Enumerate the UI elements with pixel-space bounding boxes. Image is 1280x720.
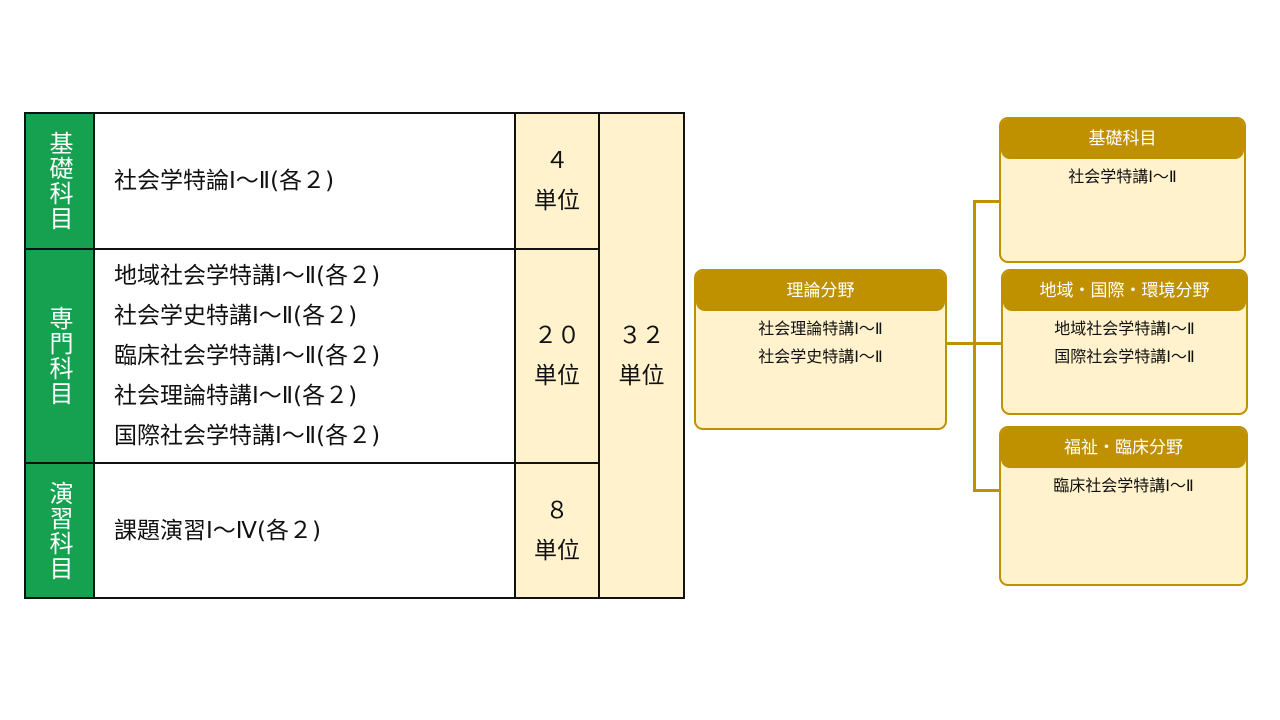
unit-number: ２０ <box>534 323 580 349</box>
units-basic: ４ 単位 <box>516 114 600 248</box>
total-label: 単位 <box>618 362 665 389</box>
box-item: 臨床社会学特講Ⅰ～Ⅱ <box>1053 476 1194 495</box>
unit-number: ８ <box>545 497 569 524</box>
connector-line <box>973 342 1002 345</box>
box-item: 社会理論特講Ⅰ～Ⅱ <box>758 319 883 338</box>
subject-item: 臨床社会学特講Ⅰ～Ⅱ(各２) <box>114 343 381 369</box>
units-specialized: ２０ 単位 <box>516 250 600 462</box>
connector-line <box>973 200 1001 203</box>
box-body: 社会学特講Ⅰ～Ⅱ <box>1001 159 1244 191</box>
subjects-seminar: 課題演習Ⅰ～Ⅳ(各２) <box>95 464 516 597</box>
box-title: 福祉・臨床分野 <box>1001 428 1246 468</box>
total-number: ３２ <box>618 322 665 349</box>
unit-label: 単位 <box>534 363 580 389</box>
box-item: 地域社会学特講Ⅰ～Ⅱ <box>1054 319 1195 338</box>
unit-label: 単位 <box>534 188 580 214</box>
box-item: 社会学特講Ⅰ～Ⅱ <box>1068 167 1177 186</box>
total-units: ３２ 単位 <box>600 114 683 597</box>
box-regional: 地域・国際・環境分野 地域社会学特講Ⅰ～Ⅱ 国際社会学特講Ⅰ～Ⅱ <box>1001 269 1248 415</box>
category-basic: 基礎科目 <box>26 114 95 248</box>
subject-item: 国際社会学特講Ⅰ～Ⅱ(各２) <box>114 423 381 449</box>
units-seminar: ８ 単位 <box>516 464 600 597</box>
box-body: 社会理論特講Ⅰ～Ⅱ 社会学史特講Ⅰ～Ⅱ <box>696 311 945 371</box>
box-title: 基礎科目 <box>1001 119 1244 159</box>
subject-item: 社会理論特講Ⅰ～Ⅱ(各２) <box>114 383 358 409</box>
unit-number: ４ <box>545 148 569 174</box>
box-body: 地域社会学特講Ⅰ～Ⅱ 国際社会学特講Ⅰ～Ⅱ <box>1003 311 1246 371</box>
box-item: 国際社会学特講Ⅰ～Ⅱ <box>1054 347 1195 366</box>
box-theory: 理論分野 社会理論特講Ⅰ～Ⅱ 社会学史特講Ⅰ～Ⅱ <box>694 269 947 430</box>
subject-item: 地域社会学特講Ⅰ～Ⅱ(各２) <box>114 263 381 289</box>
box-title: 地域・国際・環境分野 <box>1003 271 1246 311</box>
subjects-basic: 社会学特論Ⅰ～Ⅱ(各２) <box>95 114 516 248</box>
unit-label: 単位 <box>534 537 580 564</box>
connector-line <box>973 489 1001 492</box>
connector-trunk <box>973 200 976 492</box>
subjects-specialized: 地域社会学特講Ⅰ～Ⅱ(各２) 社会学史特講Ⅰ～Ⅱ(各２) 臨床社会学特講Ⅰ～Ⅱ(… <box>95 250 516 462</box>
connector-line <box>945 342 975 345</box>
box-basic: 基礎科目 社会学特講Ⅰ～Ⅱ <box>999 117 1246 263</box>
row-divider <box>26 462 600 464</box>
box-welfare: 福祉・臨床分野 臨床社会学特講Ⅰ～Ⅱ <box>999 426 1248 586</box>
subject-item: 課題演習Ⅰ～Ⅳ(各２) <box>114 517 321 544</box>
box-item: 社会学史特講Ⅰ～Ⅱ <box>758 347 883 366</box>
category-seminar: 演習科目 <box>26 464 95 597</box>
row-divider <box>26 248 600 250</box>
subject-item: 社会学特論Ⅰ～Ⅱ(各２) <box>114 168 335 194</box>
category-specialized: 専門科目 <box>26 250 95 462</box>
box-body: 臨床社会学特講Ⅰ～Ⅱ <box>1001 468 1246 500</box>
box-title: 理論分野 <box>696 271 945 311</box>
curriculum-table: 基礎科目 社会学特論Ⅰ～Ⅱ(各２) ４ 単位 専門科目 地域社会学特講Ⅰ～Ⅱ(各… <box>24 112 685 599</box>
subject-item: 社会学史特講Ⅰ～Ⅱ(各２) <box>114 303 358 329</box>
